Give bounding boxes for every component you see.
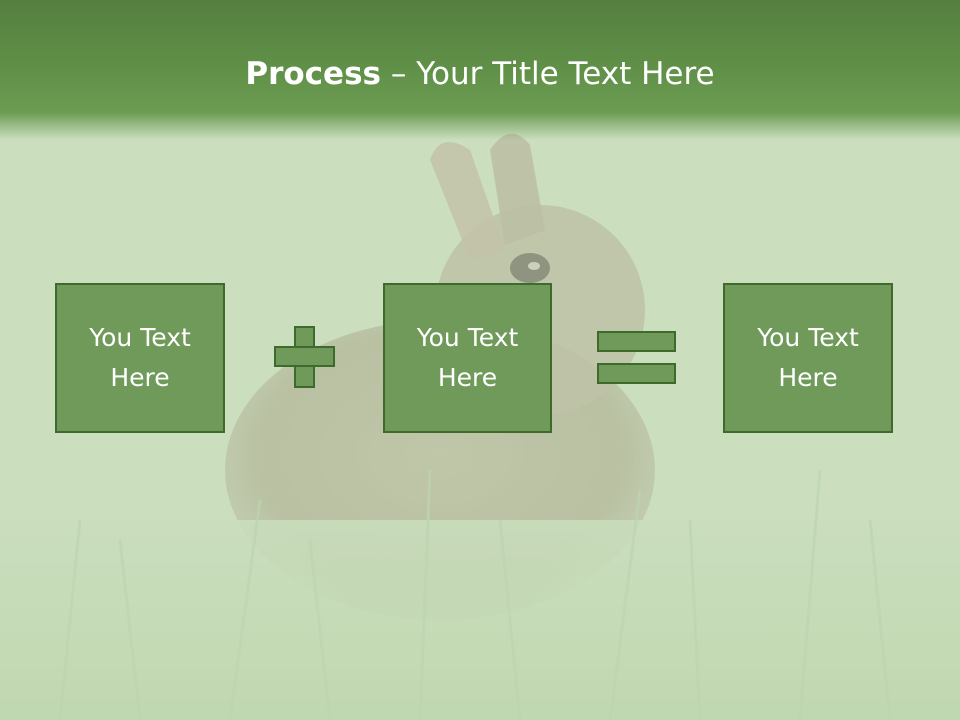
title-bold: Process (245, 56, 381, 92)
equals-icon (597, 331, 676, 384)
box-1-line-1: You Text (89, 323, 191, 352)
box-3-line-1: You Text (757, 323, 859, 352)
box-1-line-2: Here (110, 363, 170, 392)
box-2-line-1: You Text (416, 323, 519, 352)
box-2-line-2: Here (437, 363, 498, 392)
box-3-line-2: Here (778, 363, 838, 392)
title-rest: – Your Title Text Here (381, 56, 715, 92)
title-band (0, 0, 960, 140)
plus-icon (274, 326, 335, 388)
slide-title: Process – Your Title Text Here (0, 52, 960, 96)
